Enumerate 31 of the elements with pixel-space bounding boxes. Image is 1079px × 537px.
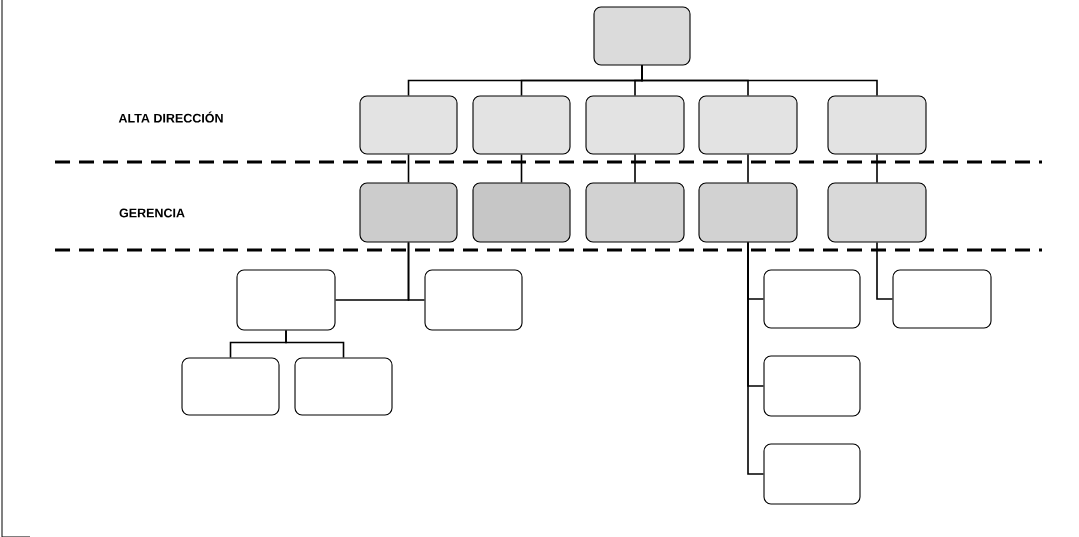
org-box (236, 269, 336, 331)
org-box (763, 355, 861, 417)
connector-line (407, 153, 410, 184)
connector-line (876, 153, 878, 184)
org-box (294, 357, 393, 416)
org-box (424, 269, 523, 331)
level-label: ALTA DIRECCIÓN (118, 111, 223, 123)
org-box (472, 95, 571, 155)
connector-line (407, 241, 426, 301)
connector-line (747, 153, 749, 184)
level-label: GERENCIA (119, 208, 185, 218)
connector-line (876, 241, 894, 300)
connector-line (285, 329, 345, 359)
org-box (472, 182, 571, 243)
connector-line (641, 64, 878, 97)
org-box (698, 182, 798, 243)
connector-line (634, 153, 636, 184)
org-box (585, 95, 685, 155)
org-box (698, 95, 798, 155)
org-box (892, 269, 992, 329)
org-box (827, 182, 927, 243)
org-box (763, 443, 861, 505)
connector-line (520, 153, 523, 184)
org-box (593, 6, 691, 66)
org-box (827, 95, 927, 155)
org-box (763, 269, 861, 329)
org-box (585, 182, 685, 243)
connector-line (747, 241, 765, 475)
org-box (359, 182, 458, 243)
org-box (181, 357, 280, 416)
org-box (359, 95, 458, 155)
